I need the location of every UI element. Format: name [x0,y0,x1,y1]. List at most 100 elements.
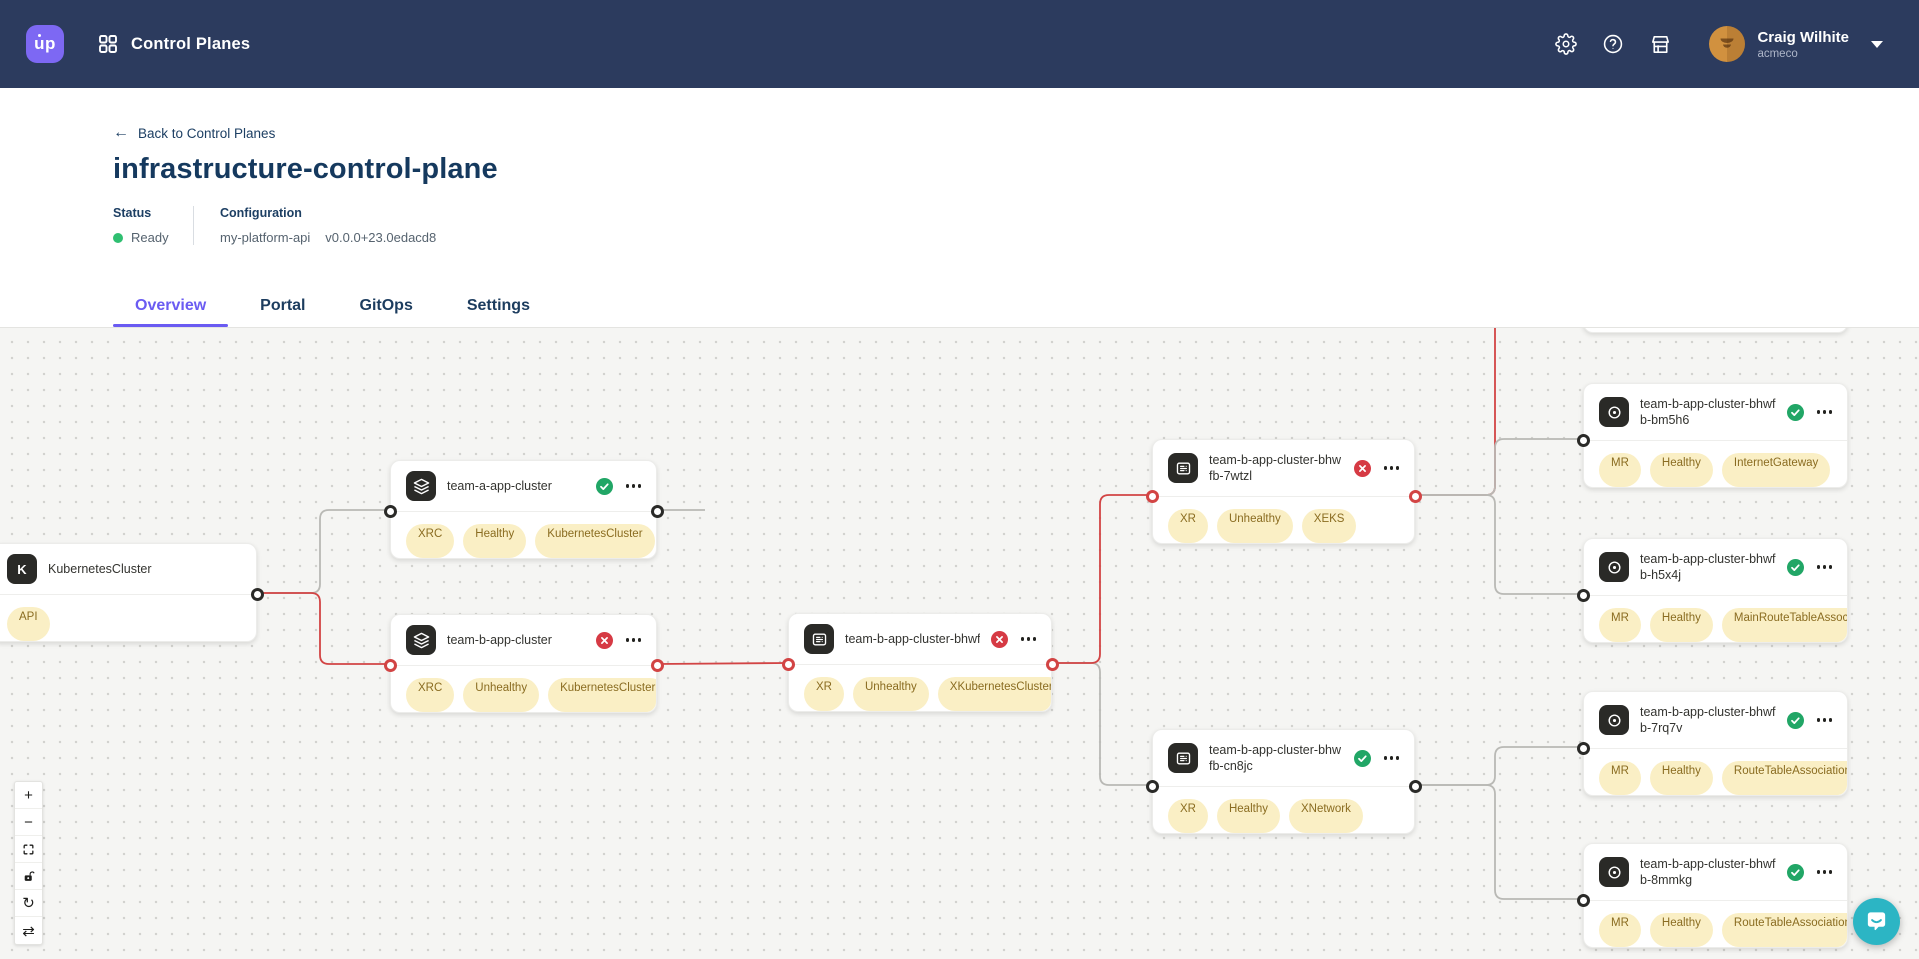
healthy-icon [1787,711,1805,729]
tab-portal[interactable]: Portal [260,297,306,314]
app-title: Control Planes [131,34,251,53]
badge: KubernetesCluster [548,678,656,712]
badge: Unhealthy [463,678,540,712]
node-menu-button[interactable] [1815,560,1834,573]
marketplace-button[interactable] [1648,32,1672,56]
managed-resource-icon [1607,713,1621,727]
badge: XR [1168,799,1208,833]
node-title: team-b-app-cluster-bhwfb-7wtzl [1209,452,1341,483]
avatar[interactable] [1709,26,1746,62]
lock-button[interactable] [15,863,42,890]
tab-overview[interactable]: Overview [113,285,229,327]
node-menu-button[interactable] [1815,713,1834,726]
rotate-button[interactable]: ↻ [15,890,42,917]
back-arrow-icon: ← [113,124,129,141]
left-connector-handle [384,504,397,518]
composite-resource-icon [1176,462,1190,474]
tab-settings[interactable]: Settings [466,297,530,314]
status-badge [1787,403,1805,421]
node-menu-button[interactable] [624,633,643,646]
node-title: team-a-app-cluster [447,478,552,493]
node-menu-button[interactable] [1382,751,1401,764]
healthy-icon [1354,749,1372,767]
badge: MR [1599,761,1641,795]
kubernetes-icon: K [17,561,27,577]
badge: XRC [406,524,455,558]
badge: Healthy [1649,913,1713,947]
user-name: Craig Wilhite [1757,28,1849,46]
tab-gitops[interactable]: GitOps [359,297,413,314]
managed-resource-icon [1607,865,1621,879]
gear-icon [1555,33,1578,55]
node-menu-button[interactable] [1382,461,1401,474]
badge: XRC [406,678,455,712]
mr-resource-icon [1599,552,1629,582]
badge: XR [1168,509,1208,543]
tab-bar: Overview Portal GitOps Settings [113,285,1919,327]
node-menu-button[interactable] [1815,405,1834,418]
upbound-logo[interactable]: up [26,25,64,63]
composite-resource-icon [1176,752,1190,764]
back-link[interactable]: ← Back to Control Planes [113,124,276,141]
node-menu-button[interactable] [624,479,643,492]
badge: XKubernetesCluster [937,677,1051,711]
badge: MR [1599,453,1641,487]
badge: Healthy [463,524,527,558]
healthy-icon [1787,558,1805,576]
k8s-resource-icon: K [7,554,37,584]
badge: Healthy [1649,608,1713,642]
badge: RouteTableAssociation [1721,761,1847,795]
left-connector-handle [1577,893,1590,907]
right-connector-handle [1409,489,1422,503]
edge-team-b-app-cluster-bhwfb-7wtzl-to-offscreen-card [1415,328,1496,496]
edge-team-b-app-cluster-bhwfb-to-team-b-app-cluster-bhwfb-7wtzl [1052,494,1152,664]
managed-resource-icon [1607,560,1621,574]
node-menu-button[interactable] [1815,865,1834,878]
help-icon [1604,34,1623,54]
edge-team-b-app-cluster-bhwfb-cn8jc-to-team-b-app-cluster-bhwfb-8mmkg [1415,784,1583,900]
page-header: ← Back to Control Planes infrastructure-… [0,88,1919,327]
right-connector-handle [1409,779,1422,793]
badge: XNetwork [1288,799,1363,833]
graph-edges [257,328,1583,900]
left-connector-handle [384,658,397,672]
node-title: team-b-app-cluster-bhwfb-h5x4j [1640,551,1776,582]
fit-view-button[interactable] [15,836,42,863]
chevron-down-icon[interactable] [1871,40,1883,48]
page-title: infrastructure-control-plane [113,153,498,185]
settings-button[interactable] [1554,32,1578,56]
help-button[interactable] [1601,32,1625,56]
status-badge [596,631,614,649]
status-label: Status [113,206,152,220]
managed-resource-icon [1607,405,1621,419]
badge: Healthy [1216,799,1280,833]
edge-team-b-app-cluster-to-team-b-app-cluster-bhwfb [656,662,789,665]
node-offscreen-card[interactable] [1583,328,1848,333]
node-title: team-b-app-cluster [447,632,552,647]
node-menu-button[interactable] [1019,632,1038,645]
zoom-out-button[interactable]: − [15,809,42,836]
chat-launcher-button[interactable] [1853,898,1900,945]
ready-status-dot [113,232,123,243]
zoom-in-button[interactable]: + [15,782,42,809]
status-badge [1354,459,1372,477]
node-title: KubernetesCluster [48,561,152,576]
refresh-button[interactable]: ⇄ [22,922,35,940]
badge: API [7,607,50,641]
badge: Unhealthy [1216,509,1293,543]
user-menu[interactable]: Craig Wilhite acmeco [1709,26,1883,62]
node-title: team-b-app-cluster-bhwfb-cn8jc [1209,742,1341,773]
unhealthy-icon [1354,459,1372,477]
control-planes-grid-icon [96,32,120,56]
